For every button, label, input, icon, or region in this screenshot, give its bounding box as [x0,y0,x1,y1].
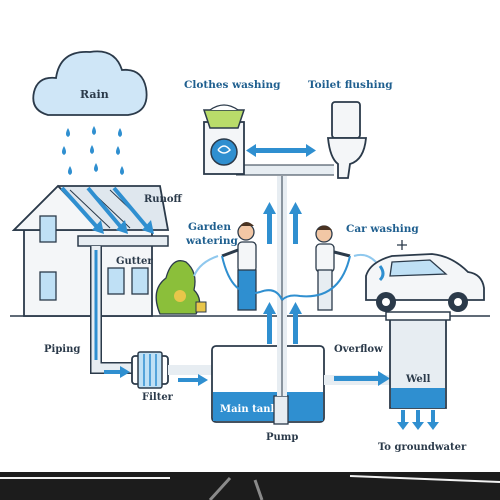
gutter-bar [77,235,169,247]
gutter-label: Gutter [116,256,153,267]
sparkle-icon [397,240,407,250]
garden-watering-label-1: Garden [188,221,231,233]
overflow-label: Overflow [334,344,383,355]
tank-icon [211,345,325,423]
garden-watering-label-2: watering [185,235,239,247]
double-arrow-right [306,144,316,157]
clothes-washing-label: Clothes washing [184,79,281,91]
car-spray [353,253,377,263]
runoff-label: Runoff [144,194,183,205]
toilet-flushing-label: Toilet flushing [308,79,393,91]
runoff-arrows [60,186,148,228]
overflow-arrowhead [378,371,390,386]
up-arrows [263,202,302,344]
main-tank-label: Main tank [220,404,278,415]
hose-spray [193,255,219,277]
car-washer-person-icon [315,225,351,311]
groundwater-arrows [397,410,439,430]
to-groundwater-label: To groundwater [378,442,467,453]
top-pipe-outline [236,164,334,176]
well-icon [385,311,451,409]
pump-icon [273,395,289,425]
rain-cloud-icon [32,50,148,116]
pump-label: Pump [266,432,298,443]
rain-label: Rain [80,88,109,101]
road-strip [0,472,500,500]
well-label: Well [405,374,431,385]
filter-label: Filter [142,392,174,403]
rain-drops [62,126,124,175]
double-arrow-left [246,144,256,157]
gardener-person-icon [221,222,257,311]
double-arrow-bar [256,148,306,153]
piping-label: Piping [44,344,80,355]
bush-icon [155,260,207,315]
filter-arrowhead [198,374,208,386]
garden-hose [221,255,283,301]
washing-machine-icon [202,104,246,175]
overflow-arrow [334,376,378,381]
toilet-icon [327,101,367,179]
car-hose [281,255,351,301]
filter-icon [131,351,169,389]
car-washing-label: Car washing [346,223,419,235]
runoff-arrowheads [92,220,154,234]
car-icon [365,253,485,312]
piping-arrowhead [120,366,130,378]
